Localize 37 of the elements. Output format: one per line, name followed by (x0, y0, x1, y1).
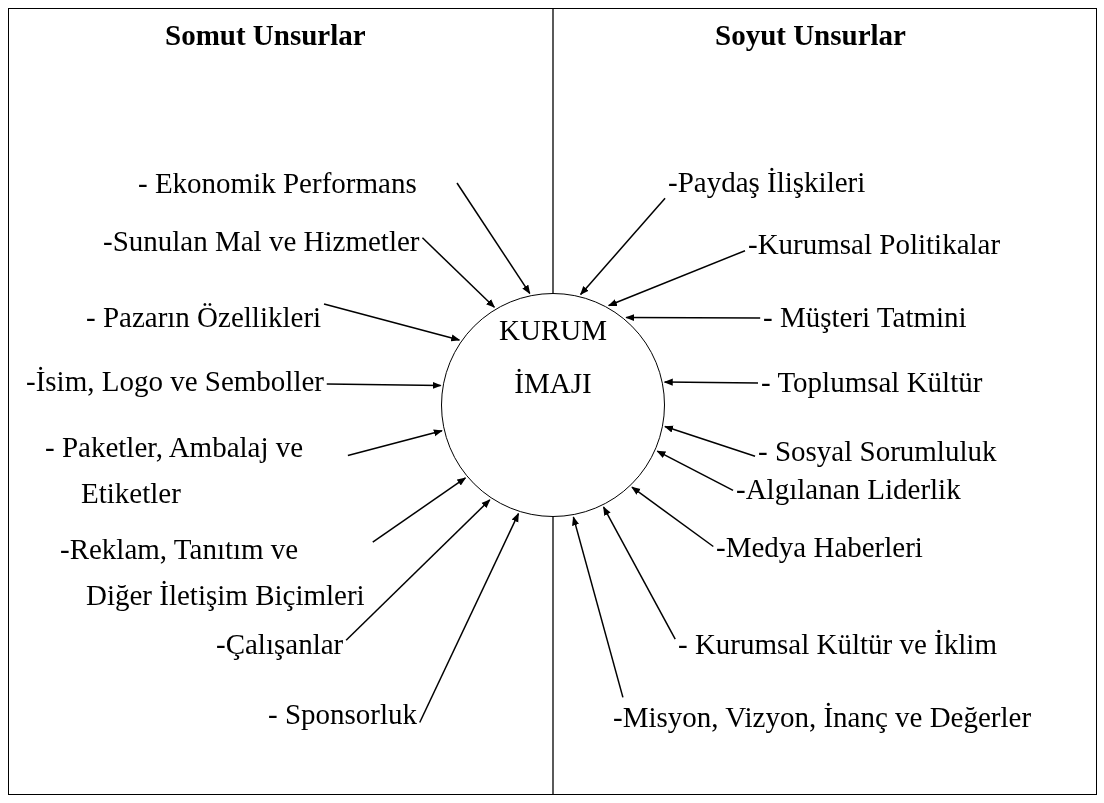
arrow (347, 429, 443, 457)
arrow (631, 486, 715, 548)
arrow (572, 516, 624, 699)
item-text: -Reklam, Tanıtım ve Diğer İletişim Biçimleri (60, 526, 370, 618)
arrow (323, 303, 461, 342)
circle-label: KURUM İMAJI (498, 313, 608, 401)
arrow (625, 314, 761, 322)
column-heading: Somut Unsurlar (165, 18, 366, 53)
item-text: -Kurumsal Politikalar (748, 227, 1001, 261)
item-text: - Sosyal Sorumluluk (758, 434, 997, 468)
column-heading: Soyut Unsurlar (715, 18, 906, 53)
item-text: -Sunulan Mal ve Hizmetler (103, 224, 420, 258)
arrow (664, 425, 756, 457)
arrow (456, 182, 531, 295)
arrow (663, 378, 759, 386)
arrow (418, 512, 520, 724)
item-text: -İsim, Logo ve Semboller (26, 364, 324, 398)
arrow (326, 381, 442, 389)
arrow (579, 197, 666, 296)
arrow (607, 249, 746, 307)
item-text: - Sponsorluk (268, 697, 418, 731)
item-text: -Misyon, Vizyon, İnanç ve Değerler (613, 700, 1032, 734)
item-text: - Müşteri Tatmini (763, 300, 967, 334)
item-text: -Algılanan Liderlik (736, 472, 961, 506)
item-text: - Toplumsal Kültür (761, 365, 983, 399)
item-text: -Paydaş İlişkileri (668, 165, 866, 199)
item-text: -Çalışanlar (216, 627, 344, 661)
item-text: - Paketler, Ambalaj ve Etiketler (45, 424, 345, 516)
arrow (656, 450, 734, 492)
arrow (602, 506, 676, 640)
arrow (372, 477, 467, 543)
item-text: - Pazarın Özellikleri (86, 300, 322, 334)
item-text: -Medya Haberleri (716, 530, 923, 564)
item-text: - Kurumsal Kültür ve İklim (678, 627, 997, 661)
arrow (345, 499, 491, 641)
item-text: - Ekonomik Performans (138, 166, 417, 200)
arrow (421, 237, 496, 308)
